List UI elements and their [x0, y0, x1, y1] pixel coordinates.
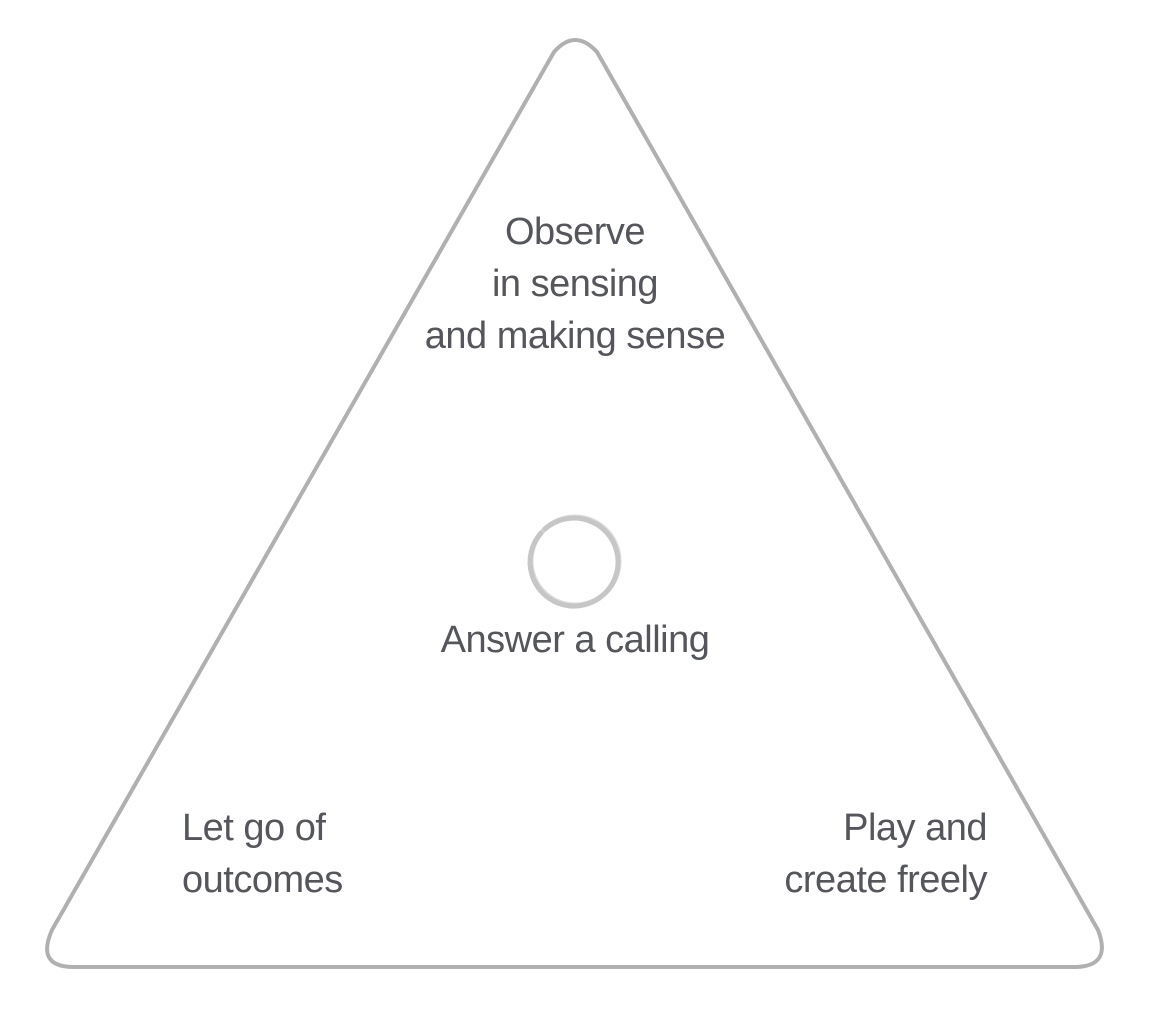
label-observe: Observe in sensing and making sense	[375, 206, 775, 362]
label-play-create-line-2: create freely	[784, 859, 987, 901]
label-answer-calling-line-1: Answer a calling	[440, 619, 710, 661]
circular-spinner-icon	[527, 514, 622, 609]
label-let-go: Let go of outcomes	[182, 802, 482, 906]
label-play-create: Play and create freely	[687, 802, 987, 906]
triangle-shape	[45, 38, 1104, 969]
label-play-create-line-1: Play and	[843, 807, 987, 849]
label-observe-line-2: in sensing	[491, 263, 659, 305]
label-let-go-line-2: outcomes	[182, 859, 343, 901]
label-observe-line-1: Observe	[504, 211, 646, 253]
label-observe-line-3: and making sense	[424, 315, 726, 357]
label-answer-calling: Answer a calling	[375, 614, 775, 666]
label-let-go-line-1: Let go of	[182, 807, 326, 849]
